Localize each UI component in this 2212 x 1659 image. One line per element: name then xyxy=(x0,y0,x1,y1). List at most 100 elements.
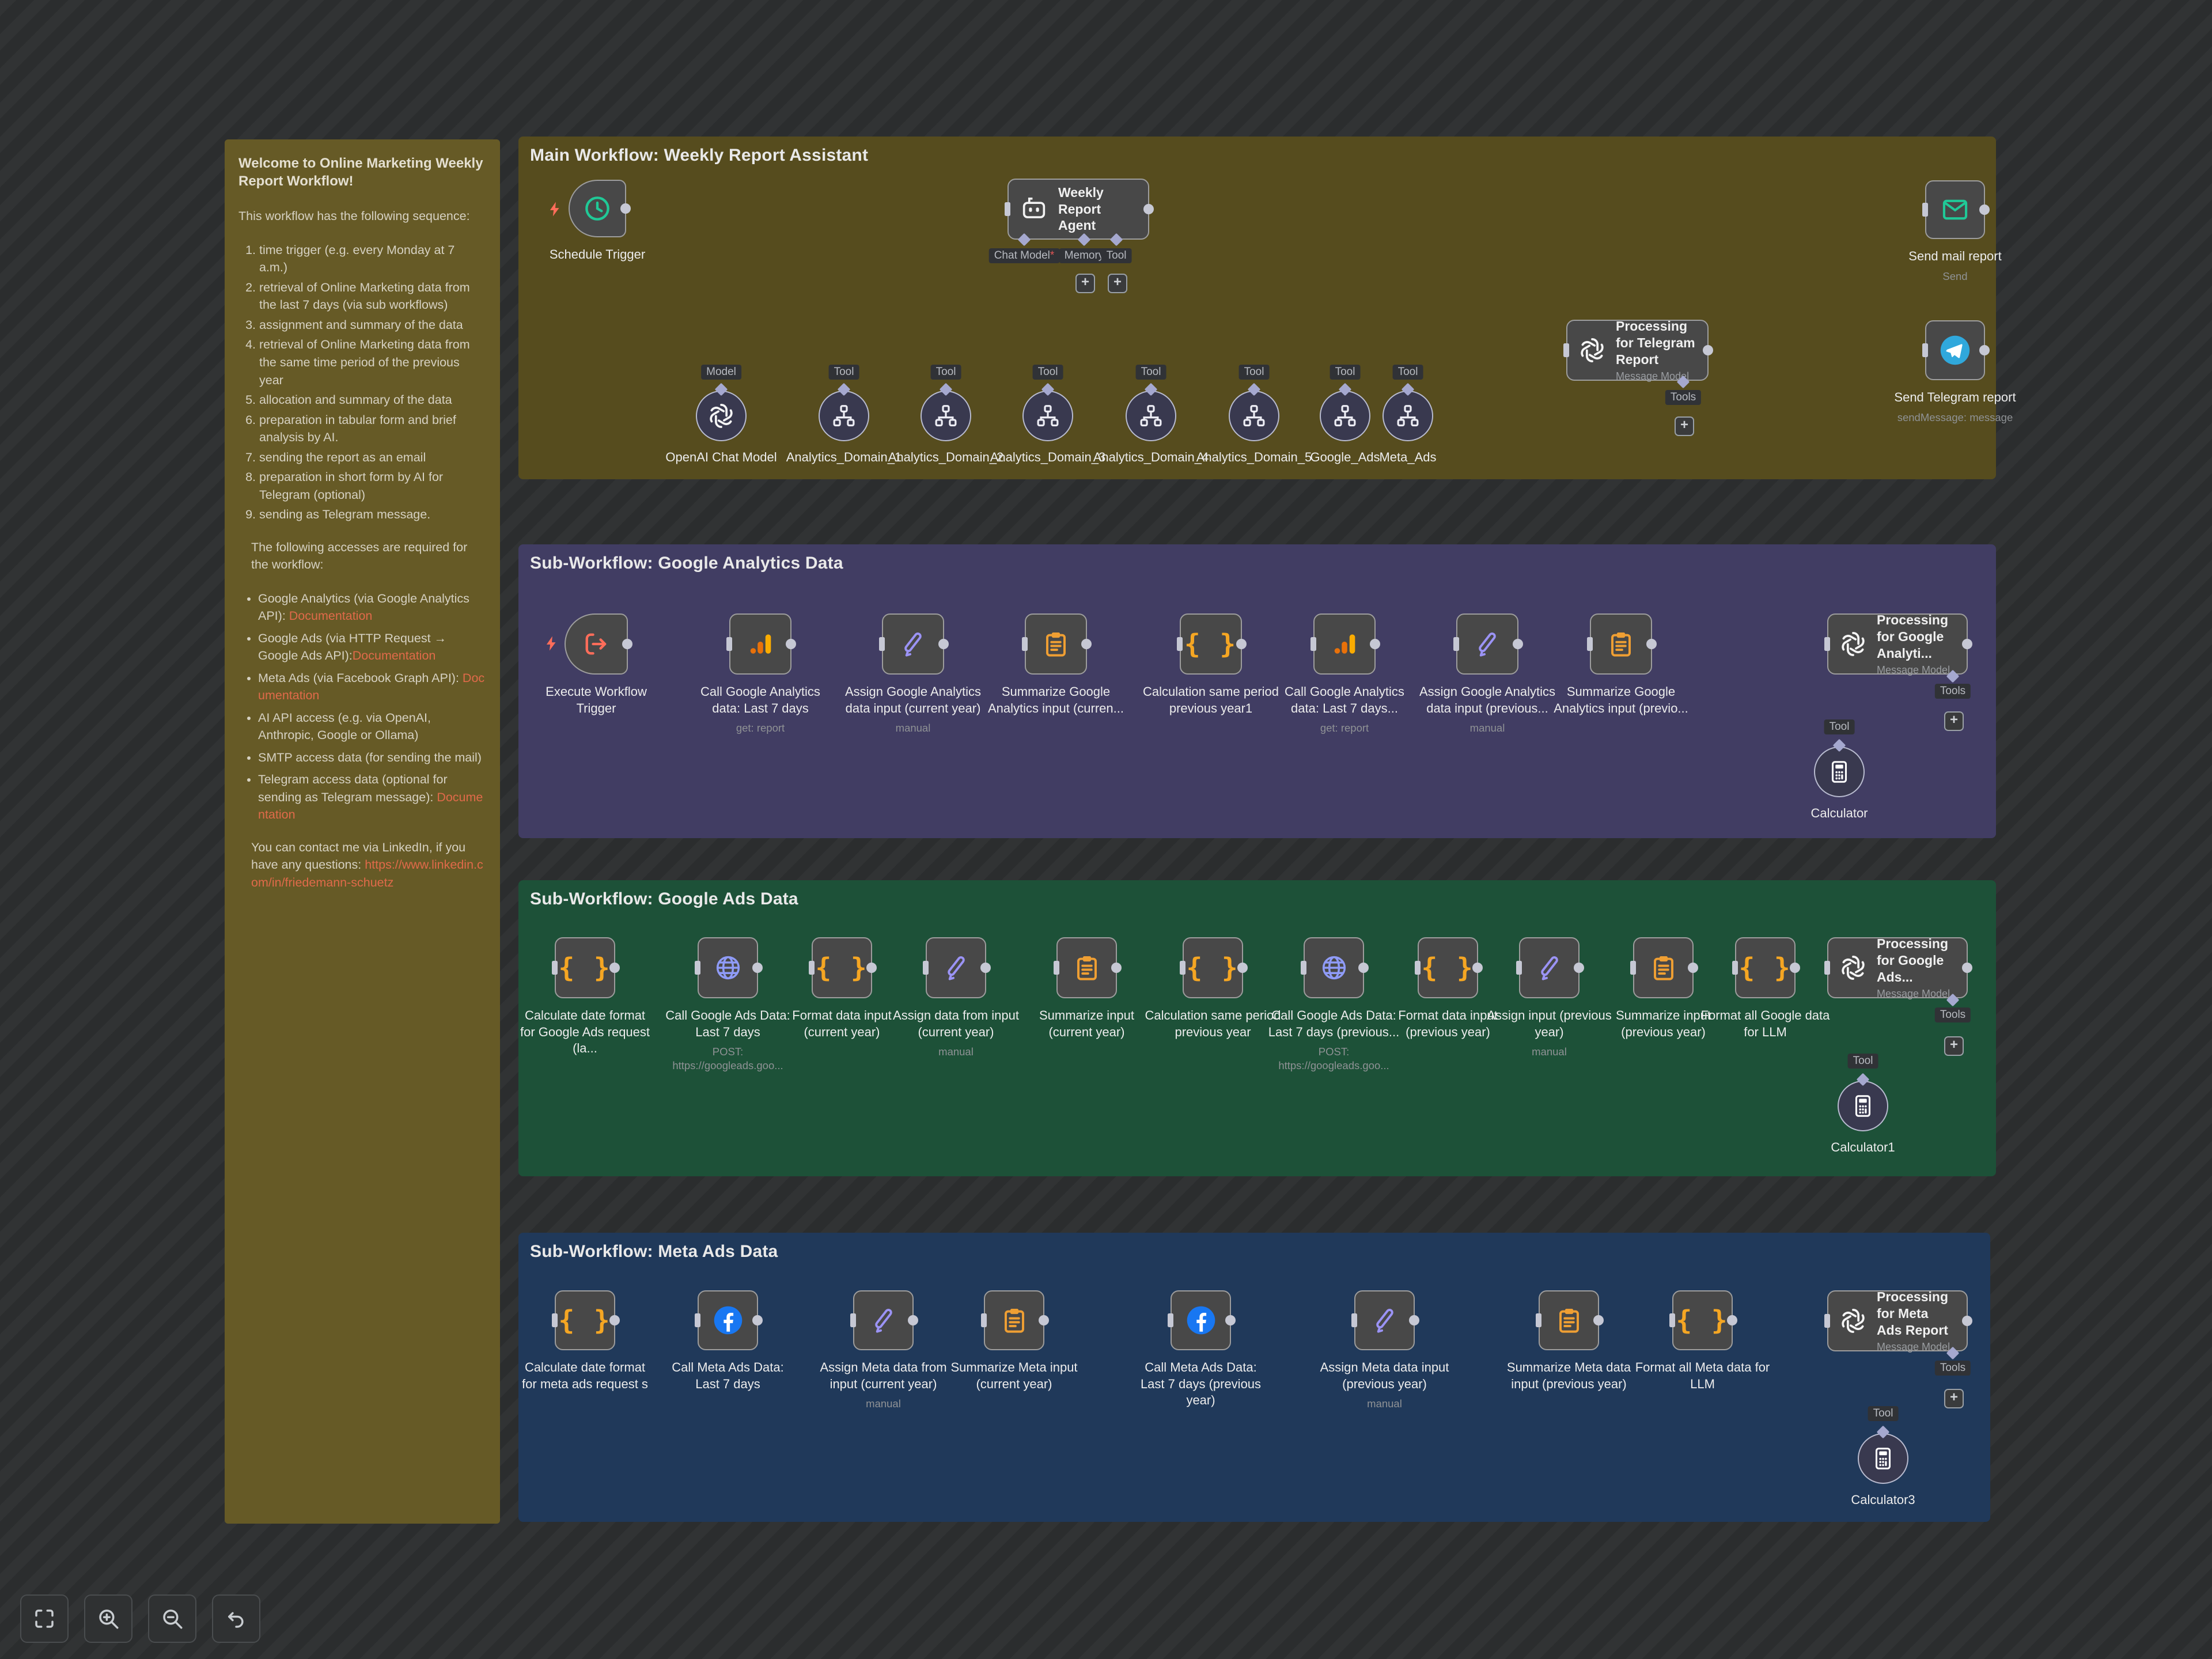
input-port[interactable] xyxy=(809,961,815,975)
output-port[interactable] xyxy=(622,639,632,649)
input-port[interactable] xyxy=(695,1313,700,1327)
zoom-in-button[interactable] xyxy=(84,1594,132,1643)
summarize-meta-data-input-previous-year-node[interactable] xyxy=(1536,1290,1604,1350)
calculate-date-format-for-meta-ads-request-s-node[interactable]: { } xyxy=(552,1290,620,1350)
output-port[interactable] xyxy=(1962,963,1972,973)
assign-google-analytics-data-input-current-yea-node[interactable] xyxy=(879,613,949,675)
analytics-domain-3-node[interactable] xyxy=(1022,391,1073,441)
add-node-button[interactable]: + xyxy=(1075,274,1095,293)
assign-meta-data-input-previous-year-node[interactable] xyxy=(1351,1290,1419,1350)
schedule-trigger-node[interactable] xyxy=(569,180,631,237)
summarize-google-analytics-input-previo-node[interactable] xyxy=(1587,613,1657,675)
output-port[interactable] xyxy=(786,639,796,649)
output-port[interactable] xyxy=(1236,639,1247,649)
input-port[interactable] xyxy=(1310,637,1316,651)
input-port[interactable] xyxy=(981,1313,987,1327)
sticky-link[interactable]: https://www.linkedin.com/in/friedemann-s… xyxy=(251,858,483,889)
call-google-ads-data-last-7-days-node[interactable] xyxy=(695,937,763,998)
sticky-link[interactable]: Documentation xyxy=(352,649,436,663)
summarize-meta-input-current-year-node[interactable] xyxy=(981,1290,1049,1350)
input-port[interactable] xyxy=(1922,343,1928,357)
input-port[interactable] xyxy=(1587,637,1593,651)
assign-input-previous-year-node[interactable] xyxy=(1516,937,1584,998)
input-port[interactable] xyxy=(879,637,885,651)
output-port[interactable] xyxy=(1790,963,1800,973)
openai-chat-model-node[interactable] xyxy=(696,391,747,441)
calculation-same-period-previous-year-node[interactable]: { } xyxy=(1180,937,1248,998)
output-port[interactable] xyxy=(1962,639,1972,649)
execute-workflow-trigger-node[interactable] xyxy=(565,613,632,675)
format-all-google-data-for-llm-node[interactable]: { } xyxy=(1732,937,1800,998)
calculator3-node[interactable] xyxy=(1858,1433,1908,1484)
assign-google-analytics-data-input-previous-node[interactable] xyxy=(1453,613,1523,675)
weekly-report-agent-node[interactable]: Weekly Report Agent xyxy=(1005,179,1154,240)
call-google-analytics-data-last-7-days-node[interactable] xyxy=(726,613,796,675)
input-port[interactable] xyxy=(1824,637,1830,651)
input-port[interactable] xyxy=(552,961,558,975)
output-port[interactable] xyxy=(1370,639,1380,649)
input-port[interactable] xyxy=(1536,1313,1541,1327)
output-port[interactable] xyxy=(1979,204,1990,215)
input-port[interactable] xyxy=(1301,961,1306,975)
output-port[interactable] xyxy=(1111,963,1122,973)
summarize-input-previous-year-node[interactable] xyxy=(1630,937,1698,998)
analytics-domain-1-node[interactable] xyxy=(819,391,869,441)
input-port[interactable] xyxy=(1453,637,1459,651)
calculator-node[interactable] xyxy=(1814,747,1865,797)
input-port[interactable] xyxy=(1180,961,1185,975)
input-port[interactable] xyxy=(1168,1313,1173,1327)
add-node-button[interactable]: + xyxy=(1675,416,1694,436)
input-port[interactable] xyxy=(1054,961,1059,975)
input-port[interactable] xyxy=(1732,961,1738,975)
output-port[interactable] xyxy=(620,203,631,214)
format-all-meta-data-for-llm-node[interactable]: { } xyxy=(1669,1290,1737,1350)
sticky-note[interactable]: Welcome to Online Marketing Weekly Repor… xyxy=(225,139,500,1524)
input-port[interactable] xyxy=(1824,1314,1830,1328)
call-google-ads-data-last-7-days-previous-node[interactable] xyxy=(1301,937,1369,998)
input-port[interactable] xyxy=(850,1313,856,1327)
output-port[interactable] xyxy=(1081,639,1092,649)
output-port[interactable] xyxy=(1688,963,1698,973)
analytics-domain-2-node[interactable] xyxy=(921,391,971,441)
google-ads-node[interactable] xyxy=(1320,391,1370,441)
calculator1-node[interactable] xyxy=(1838,1081,1888,1131)
analytics-domain-5-node[interactable] xyxy=(1229,391,1279,441)
output-port[interactable] xyxy=(1472,963,1483,973)
input-port[interactable] xyxy=(1005,202,1010,216)
output-port[interactable] xyxy=(1962,1316,1972,1326)
output-port[interactable] xyxy=(1574,963,1584,973)
output-port[interactable] xyxy=(1237,963,1248,973)
output-port[interactable] xyxy=(609,963,620,973)
output-port[interactable] xyxy=(1979,345,1990,355)
calculate-date-format-for-google-ads-request-l-node[interactable]: { } xyxy=(552,937,620,998)
input-port[interactable] xyxy=(726,637,732,651)
input-port[interactable] xyxy=(1022,637,1028,651)
calculation-same-period-previous-year1-node[interactable]: { } xyxy=(1177,613,1247,675)
output-port[interactable] xyxy=(866,963,877,973)
input-port[interactable] xyxy=(1177,637,1183,651)
output-port[interactable] xyxy=(1225,1315,1236,1325)
input-port[interactable] xyxy=(1630,961,1636,975)
output-port[interactable] xyxy=(1593,1315,1604,1325)
input-port[interactable] xyxy=(1669,1313,1675,1327)
processing-for-google-analyti-node[interactable]: Processing for Google Analyti...Message … xyxy=(1824,612,1972,676)
add-node-button[interactable]: + xyxy=(1944,711,1964,731)
output-port[interactable] xyxy=(908,1315,918,1325)
input-port[interactable] xyxy=(1824,961,1830,975)
output-port[interactable] xyxy=(752,963,763,973)
sticky-link[interactable]: Documentation xyxy=(258,790,483,822)
input-port[interactable] xyxy=(1351,1313,1357,1327)
summarize-input-current-year-node[interactable] xyxy=(1054,937,1122,998)
assign-data-from-input-current-year-node[interactable] xyxy=(923,937,991,998)
input-port[interactable] xyxy=(552,1313,558,1327)
output-port[interactable] xyxy=(1646,639,1657,649)
add-node-button[interactable]: + xyxy=(1944,1389,1964,1408)
undo-button[interactable] xyxy=(212,1594,260,1643)
zoom-out-button[interactable] xyxy=(148,1594,196,1643)
output-port[interactable] xyxy=(1039,1315,1049,1325)
input-port[interactable] xyxy=(1922,203,1928,217)
output-port[interactable] xyxy=(1513,639,1523,649)
sticky-link[interactable]: Documentation xyxy=(258,671,485,703)
